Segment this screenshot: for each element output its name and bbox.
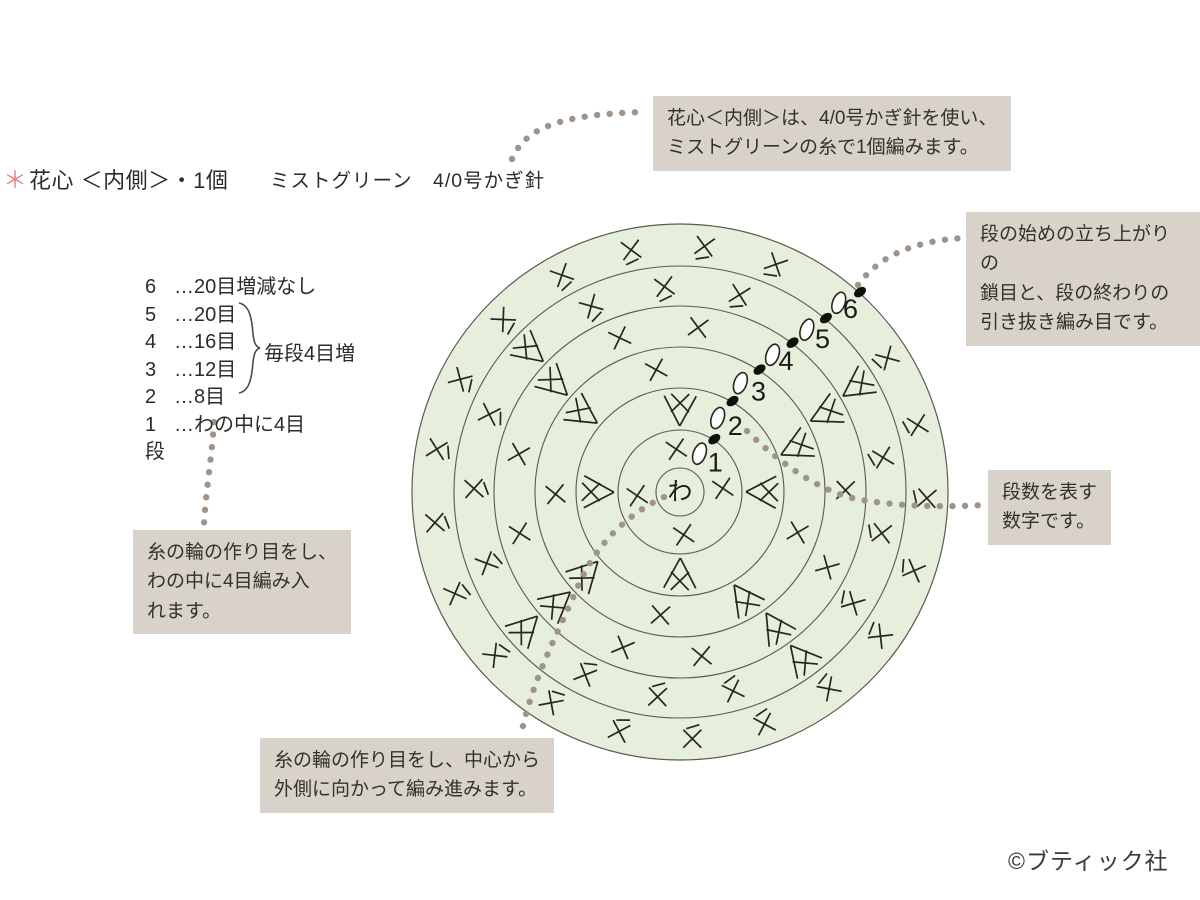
svg-text:2: 2 bbox=[728, 411, 743, 441]
legend-row: 2 …8目 bbox=[145, 384, 316, 412]
callout-direction: 糸の輪の作り目をし、中心から 外側に向かって編み進みます。 bbox=[260, 738, 555, 813]
svg-text:1: 1 bbox=[708, 447, 723, 477]
legend-axis-label-row: 段 bbox=[145, 439, 316, 467]
legend-row-desc: …16目 bbox=[174, 331, 237, 353]
legend-row-desc: …20目 bbox=[174, 303, 237, 326]
svg-text:3: 3 bbox=[751, 377, 766, 407]
stitch-count-legend: 6 …20目増減なし 5 …20目 4 …16目 3 …12目 2 …8目 1 … bbox=[145, 274, 316, 467]
legend-row-desc: …20目増減なし bbox=[174, 276, 317, 298]
legend-row-desc: …12目 bbox=[174, 358, 237, 381]
legend-row: 6 …20目増減なし bbox=[145, 274, 316, 302]
yarn-needle-subtitle: ミストグリーン 4/0号かぎ針 bbox=[270, 170, 546, 192]
legend-row-desc: …わの中に4目 bbox=[174, 413, 306, 436]
callout-row-start: 段の始めの立ち上がりの 鎖目と、段の終わりの 引き抜き編み目です。 bbox=[966, 212, 1200, 346]
callout-row-numbers: 段数を表す 数字です。 bbox=[988, 470, 1112, 545]
legend-row: 3 …12目 bbox=[145, 357, 316, 385]
legend-row-number: 4 bbox=[145, 331, 157, 353]
callout-ring-start: 糸の輪の作り目をし、 わの中に4目編み入 れます。 bbox=[133, 530, 352, 635]
asterisk-icon: ＊ bbox=[3, 167, 27, 194]
legend-row: 5 …20目 bbox=[145, 302, 316, 330]
legend-row-number: 2 bbox=[145, 386, 157, 408]
legend-row-desc: …8目 bbox=[174, 386, 226, 408]
svg-text:わ: わ bbox=[667, 478, 692, 506]
svg-text:4: 4 bbox=[779, 346, 794, 376]
legend-row: 1 …わの中に4目 bbox=[145, 412, 316, 440]
legend-row-number: 5 bbox=[145, 303, 157, 326]
svg-text:5: 5 bbox=[815, 324, 830, 354]
legend-row-number: 6 bbox=[145, 276, 157, 298]
bracket-note: 毎段4目増 bbox=[264, 343, 356, 365]
legend-row: 4 …16目 bbox=[145, 329, 316, 357]
legend-row-number: 3 bbox=[145, 358, 157, 381]
page-title-text: 花心 ＜内側＞・1個 bbox=[29, 168, 229, 193]
page-title: ＊ 花心 ＜内側＞・1個 bbox=[3, 160, 228, 195]
svg-text:6: 6 bbox=[843, 294, 858, 324]
legend-axis-label: 段 bbox=[145, 441, 165, 463]
callout-yarn-info: 花心＜内側＞は、4/0号かぎ針を使い、 ミストグリーンの糸で1個編みます。 bbox=[653, 96, 1012, 171]
copyright: ©ブティック社 bbox=[1008, 848, 1169, 874]
legend-row-number: 1 bbox=[145, 413, 157, 436]
